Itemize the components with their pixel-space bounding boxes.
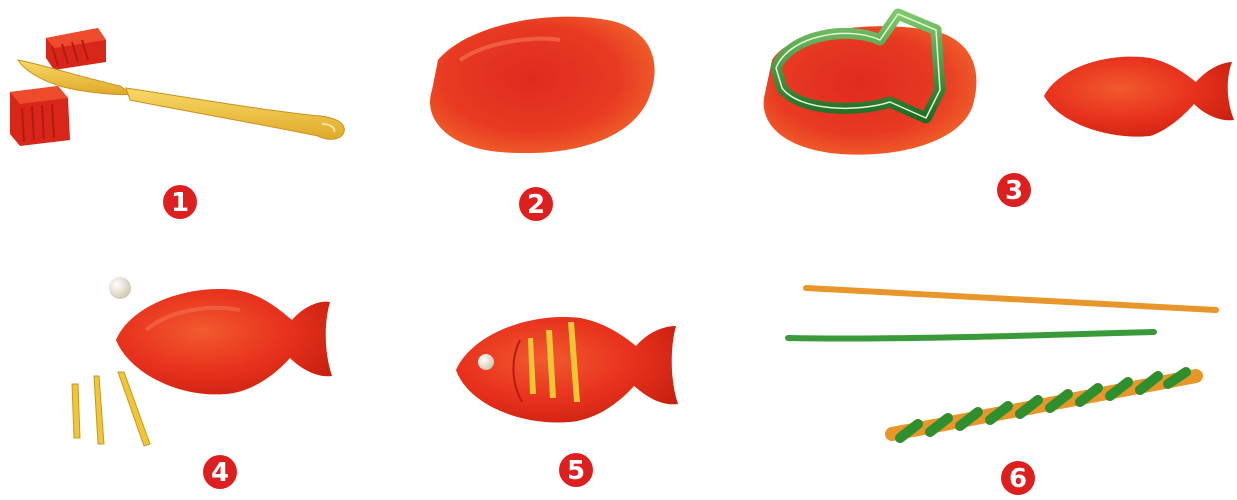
orange-string-icon — [806, 288, 1216, 310]
step-4-illustration — [72, 277, 332, 446]
clay-block-icon — [10, 86, 70, 146]
step-badge-4: 4 — [203, 455, 237, 489]
green-string-icon — [788, 332, 1154, 339]
step-number-2: 2 — [527, 190, 545, 220]
step-badge-1: 1 — [163, 185, 197, 219]
fish-icon — [1044, 57, 1234, 137]
twisted-string-icon — [892, 372, 1196, 438]
step-5-illustration — [456, 317, 678, 422]
step-badge-5: 5 — [559, 453, 593, 487]
straw-pieces-icon — [72, 372, 150, 446]
step-number-4: 4 — [211, 458, 229, 488]
step-number-1: 1 — [171, 188, 189, 218]
step-number-6: 6 — [1009, 464, 1027, 494]
pearl-eye-icon — [478, 354, 494, 370]
step-3-illustration — [764, 14, 1234, 155]
step-number-3: 3 — [1005, 176, 1023, 206]
clay-block-icon — [46, 28, 106, 70]
fish-icon — [116, 289, 332, 394]
step-2-illustration — [430, 17, 655, 153]
step-badge-6: 6 — [1001, 461, 1035, 495]
fish-icon — [456, 317, 678, 422]
step-1-illustration — [10, 28, 344, 146]
step-6-illustration — [788, 288, 1216, 438]
step-badge-3: 3 — [997, 173, 1031, 207]
step-number-5: 5 — [567, 456, 585, 486]
pearl-icon — [109, 277, 131, 299]
step-badge-2: 2 — [519, 187, 553, 221]
